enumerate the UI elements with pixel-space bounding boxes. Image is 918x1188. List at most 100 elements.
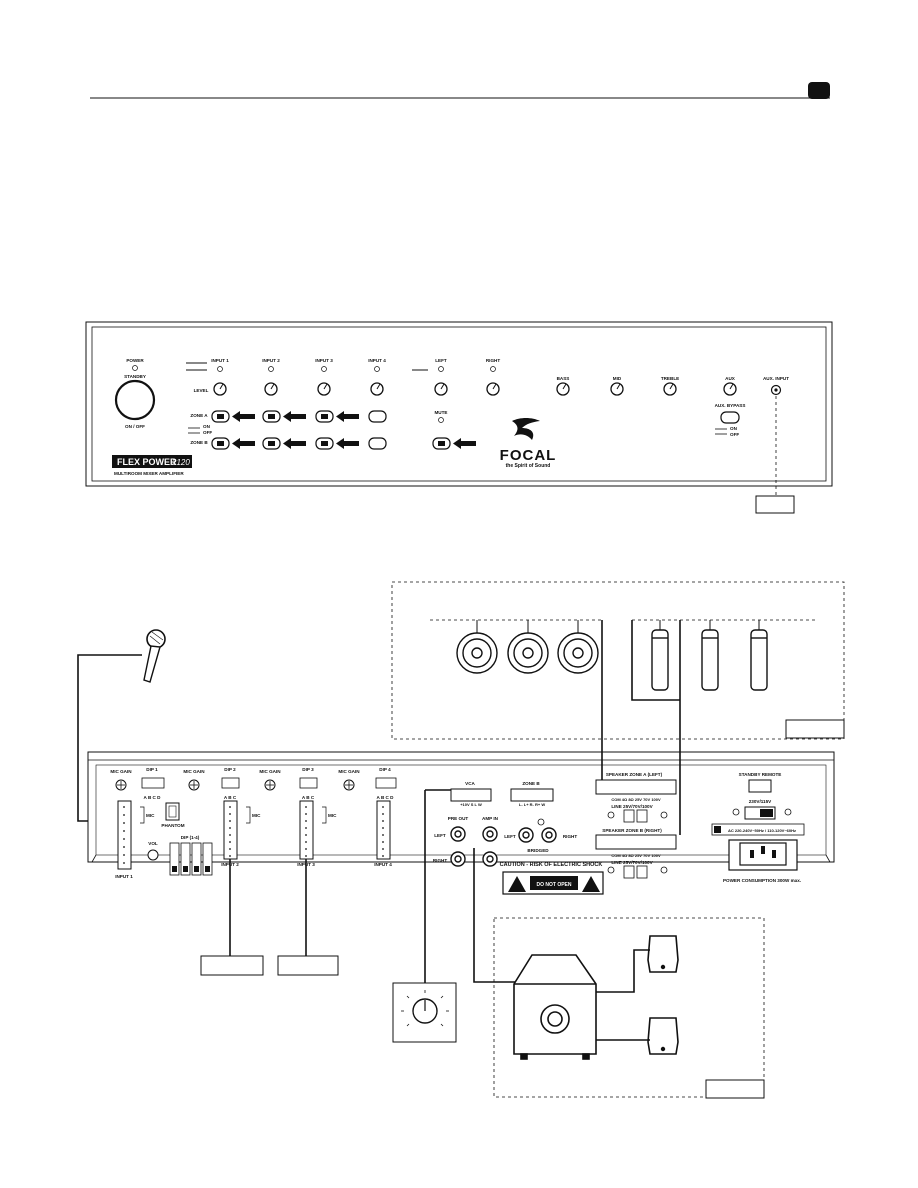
svg-text:INPUT 2: INPUT 2: [262, 358, 280, 363]
svg-text:MIC GAIN: MIC GAIN: [338, 769, 360, 774]
aux-bypass-button[interactable]: [720, 411, 740, 424]
svg-text:SPEAKER ZONE A (LEFT): SPEAKER ZONE A (LEFT): [606, 772, 663, 777]
svg-text:SPEAKER ZONE B (RIGHT): SPEAKER ZONE B (RIGHT): [602, 828, 662, 833]
subwoofer-zone-box: [493, 917, 765, 1098]
column-speakers: [651, 620, 768, 691]
svg-text:AUX. INPUT: AUX. INPUT: [763, 376, 789, 381]
svg-text:AC 220-240V~50Hz / 110-120V~60: AC 220-240V~50Hz / 110-120V~60Hz: [728, 828, 796, 833]
svg-text:DIP (1-4): DIP (1-4): [181, 835, 200, 840]
brand-name: FOCAL: [500, 447, 557, 464]
speaker-zone-b-terminal[interactable]: [595, 834, 677, 850]
svg-text:AUX: AUX: [725, 376, 736, 381]
zone-buttons[interactable]: [211, 410, 451, 450]
brand-tagline: the Spirit of Sound: [506, 463, 551, 469]
svg-text:ZONE B: ZONE B: [522, 781, 540, 786]
svg-text:INPUT 3: INPUT 3: [315, 358, 333, 363]
svg-text:DIP 3: DIP 3: [302, 767, 314, 772]
subwoofer-icon: [513, 954, 597, 1060]
power-button[interactable]: [114, 379, 156, 421]
speaker-zone-a-terminal[interactable]: [595, 779, 677, 795]
svg-text:AMP IN: AMP IN: [482, 816, 499, 821]
svg-text:INPUT 1: INPUT 1: [115, 874, 133, 879]
satellite-speakers: [647, 935, 679, 1055]
power-label: POWER: [126, 358, 144, 363]
speaker-zone-box: [391, 581, 845, 740]
svg-text:RIGHT: RIGHT: [563, 834, 577, 839]
svg-text:MIC GAIN: MIC GAIN: [183, 769, 205, 774]
front-panel: POWER STANDBY ON / OFF INPUT 1 INPUT 2 I…: [85, 321, 833, 487]
svg-text:L- L+ R- R+ W: L- L+ R- R+ W: [519, 802, 545, 807]
input3-source-callout: [277, 955, 339, 976]
svg-text:LEFT: LEFT: [435, 358, 447, 363]
zone-b-label: ZONE B: [190, 440, 208, 445]
terminal-pins: [123, 806, 384, 864]
svg-text:MIC GAIN: MIC GAIN: [259, 769, 281, 774]
volume-pot[interactable]: [147, 849, 159, 861]
model-name: FLEX POWER: [117, 457, 177, 467]
svg-text:POWER CONSUMPTION 300W max.: POWER CONSUMPTION 300W max.: [723, 878, 801, 883]
svg-text:MIC GAIN: MIC GAIN: [110, 769, 132, 774]
remote-volume-knob: [392, 982, 457, 1043]
mute-label: MUTE: [434, 410, 447, 415]
svg-text:A B C D: A B C D: [144, 795, 162, 800]
svg-text:PHANTOM: PHANTOM: [161, 823, 184, 828]
svg-text:+10V S L W: +10V S L W: [460, 802, 482, 807]
svg-text:MID: MID: [613, 376, 622, 381]
model-badge: [112, 455, 192, 468]
power-led: [132, 365, 138, 371]
ceiling-speakers: [456, 620, 599, 674]
svg-text:STANDBY REMOTE: STANDBY REMOTE: [739, 772, 782, 777]
svg-text:INPUT 1: INPUT 1: [211, 358, 229, 363]
svg-text:MIC: MIC: [328, 813, 337, 818]
vca-terminal[interactable]: [450, 788, 492, 802]
onoff-label: ON / OFF: [125, 424, 145, 429]
svg-text:TREBLE: TREBLE: [661, 376, 679, 381]
svg-text:230V/115V: 230V/115V: [749, 799, 772, 804]
svg-text:LINE 25V/70V/100V: LINE 25V/70V/100V: [611, 804, 653, 809]
page-tab: [808, 82, 830, 99]
svg-text:A B C: A B C: [302, 795, 315, 800]
svg-text:VCA: VCA: [465, 781, 475, 786]
svg-text:DIP 1: DIP 1: [146, 767, 158, 772]
off-label-left: OFF: [203, 430, 212, 435]
svg-text:INPUT 4: INPUT 4: [368, 358, 386, 363]
zone-b-terminal[interactable]: [510, 788, 554, 802]
svg-text:INPUT 4: INPUT 4: [374, 862, 392, 867]
press-arrows: [232, 411, 476, 449]
svg-text:CAUTION - RISK OF ELECTRIC SHO: CAUTION - RISK OF ELECTRIC SHOCK: [500, 862, 603, 868]
focal-logo: FOCAL the Spirit of Sound: [500, 418, 557, 469]
svg-text:RIGHT: RIGHT: [433, 858, 447, 863]
input-terminal-blocks[interactable]: [117, 800, 391, 870]
off-label-right: OFF: [730, 432, 739, 437]
zone-a-label: ZONE A: [190, 413, 208, 418]
on-label-left: ON: [203, 424, 211, 429]
rear-labels: MIC GAIN DIP 1 MIC GAIN DIP 2 MIC GAIN D…: [110, 767, 394, 800]
svg-text:DIP 4: DIP 4: [379, 767, 391, 772]
svg-text:COM 4Ω 8Ω 25V 70V 100V: COM 4Ω 8Ω 25V 70V 100V: [611, 853, 661, 858]
svg-text:LEFT: LEFT: [434, 833, 446, 838]
on-label-right: ON: [730, 426, 738, 431]
svg-text:DIP 2: DIP 2: [224, 767, 236, 772]
model-subtitle: MULTIROOM MIXER AMPLIFIER: [114, 471, 184, 476]
svg-text:LINE 25V/70V/100V: LINE 25V/70V/100V: [611, 860, 653, 865]
rca-jacks[interactable]: [450, 826, 557, 867]
model-number: 2120: [171, 458, 190, 467]
svg-text:COM 4Ω 8Ω 25V 70V 100V: COM 4Ω 8Ω 25V 70V 100V: [611, 797, 661, 802]
microphone-icon: [143, 629, 166, 683]
svg-text:RIGHT: RIGHT: [486, 358, 500, 363]
level-label: LEVEL: [194, 388, 209, 393]
svg-text:VOL: VOL: [148, 841, 158, 846]
standby-label: STANDBY: [124, 374, 146, 379]
front-top-labels: INPUT 1 INPUT 2 INPUT 3 INPUT 4 LEFT RIG…: [211, 358, 789, 381]
svg-text:A B C D: A B C D: [377, 795, 395, 800]
dip-switches[interactable]: [141, 777, 397, 789]
svg-text:MIC: MIC: [146, 813, 155, 818]
aux-bypass-label: AUX. BYPASS: [715, 403, 746, 408]
dip-bank[interactable]: [169, 842, 213, 876]
standby-remote-terminal[interactable]: [748, 779, 772, 793]
svg-text:A B C: A B C: [224, 795, 237, 800]
speaker-zone-callout: [785, 719, 845, 739]
svg-text:PRE OUT: PRE OUT: [448, 816, 469, 821]
input2-source-callout: [200, 955, 264, 976]
